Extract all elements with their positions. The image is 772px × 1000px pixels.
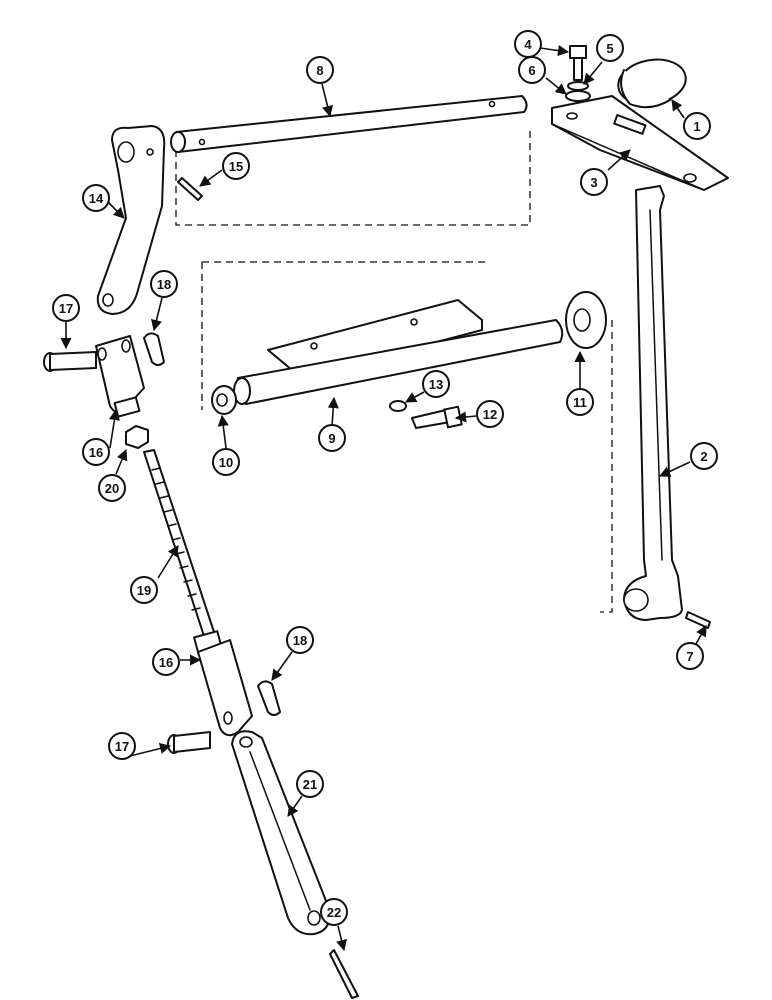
callout-12: 12 bbox=[476, 400, 504, 428]
callout-label: 11 bbox=[573, 395, 587, 410]
part-14-lever-arm bbox=[96, 125, 166, 315]
part-12-bolt bbox=[411, 405, 463, 429]
part-11-flanged-bushing bbox=[565, 291, 607, 349]
leader-lines bbox=[60, 45, 707, 952]
part-8-shaft bbox=[170, 95, 528, 153]
callout-label: 18 bbox=[157, 277, 171, 292]
callout-label: 2 bbox=[700, 449, 707, 464]
callout-13: 13 bbox=[422, 370, 450, 398]
callout-label: 17 bbox=[59, 301, 73, 316]
callout-label: 3 bbox=[590, 175, 597, 190]
callout-10: 10 bbox=[212, 448, 240, 476]
part-20-nut bbox=[125, 425, 149, 449]
part-18-clip-lower bbox=[257, 680, 281, 716]
callout-16-lower: 16 bbox=[152, 648, 180, 676]
callout-2: 2 bbox=[690, 442, 718, 470]
callout-label: 10 bbox=[219, 455, 233, 470]
callout-18-lower: 18 bbox=[286, 626, 314, 654]
callout-17-upper: 17 bbox=[52, 294, 80, 322]
part-17-clevis-pin-lower bbox=[167, 731, 211, 754]
part-16-clevis-upper bbox=[95, 335, 145, 418]
callout-17-lower: 17 bbox=[108, 732, 136, 760]
callout-label: 4 bbox=[524, 37, 532, 52]
callout-19: 19 bbox=[130, 576, 158, 604]
part-19-threaded-rod bbox=[143, 449, 215, 637]
part-3-bracket-plate bbox=[551, 95, 729, 191]
callout-6: 6 bbox=[518, 56, 546, 84]
part-15-pin bbox=[177, 177, 203, 201]
callout-15: 15 bbox=[222, 152, 250, 180]
callout-label: 8 bbox=[316, 63, 323, 78]
callout-label: 17 bbox=[115, 739, 129, 754]
callout-7: 7 bbox=[676, 642, 704, 670]
part-6-washer bbox=[565, 90, 591, 102]
callout-label: 7 bbox=[686, 649, 693, 664]
callout-label: 21 bbox=[303, 777, 317, 792]
callout-label: 18 bbox=[293, 633, 307, 648]
callout-1: 1 bbox=[683, 112, 711, 140]
callout-20: 20 bbox=[98, 474, 126, 502]
callout-9: 9 bbox=[318, 424, 346, 452]
callout-label: 14 bbox=[89, 191, 104, 206]
callout-8: 8 bbox=[306, 56, 334, 84]
callout-label: 16 bbox=[159, 655, 173, 670]
callout-label: 9 bbox=[328, 431, 335, 446]
callout-label: 1 bbox=[693, 119, 700, 134]
callout-label: 5 bbox=[606, 41, 613, 56]
callout-4: 4 bbox=[514, 30, 542, 58]
callout-3: 3 bbox=[580, 168, 608, 196]
callout-label: 22 bbox=[327, 905, 341, 920]
callout-18-upper: 18 bbox=[150, 270, 178, 298]
callout-label: 15 bbox=[229, 159, 243, 174]
part-10-bushing bbox=[211, 385, 237, 415]
callout-22: 22 bbox=[320, 898, 348, 926]
part-13-washer bbox=[389, 400, 407, 412]
callout-11: 11 bbox=[566, 388, 594, 416]
part-18-clip-upper bbox=[143, 332, 165, 366]
callout-label: 16 bbox=[89, 445, 103, 460]
part-7-pin bbox=[685, 611, 711, 629]
callout-label: 12 bbox=[483, 407, 497, 422]
part-22-pin bbox=[329, 949, 359, 999]
callout-label: 6 bbox=[528, 63, 535, 78]
part-21-link-arm bbox=[231, 730, 331, 936]
part-2-rod-lever bbox=[623, 185, 683, 621]
callout-label: 13 bbox=[429, 377, 443, 392]
callout-label: 19 bbox=[137, 583, 151, 598]
callout-21: 21 bbox=[296, 770, 324, 798]
part-1-knob bbox=[617, 58, 687, 109]
callout-14: 14 bbox=[82, 184, 110, 212]
part-9-cross-shaft bbox=[233, 299, 564, 405]
part-4-bolt bbox=[569, 45, 587, 81]
callout-16-upper: 16 bbox=[82, 438, 110, 466]
callout-label: 20 bbox=[105, 481, 119, 496]
part-16-clevis-lower bbox=[193, 630, 253, 737]
part-17-clevis-pin-upper bbox=[43, 351, 97, 372]
callout-5: 5 bbox=[596, 34, 624, 62]
